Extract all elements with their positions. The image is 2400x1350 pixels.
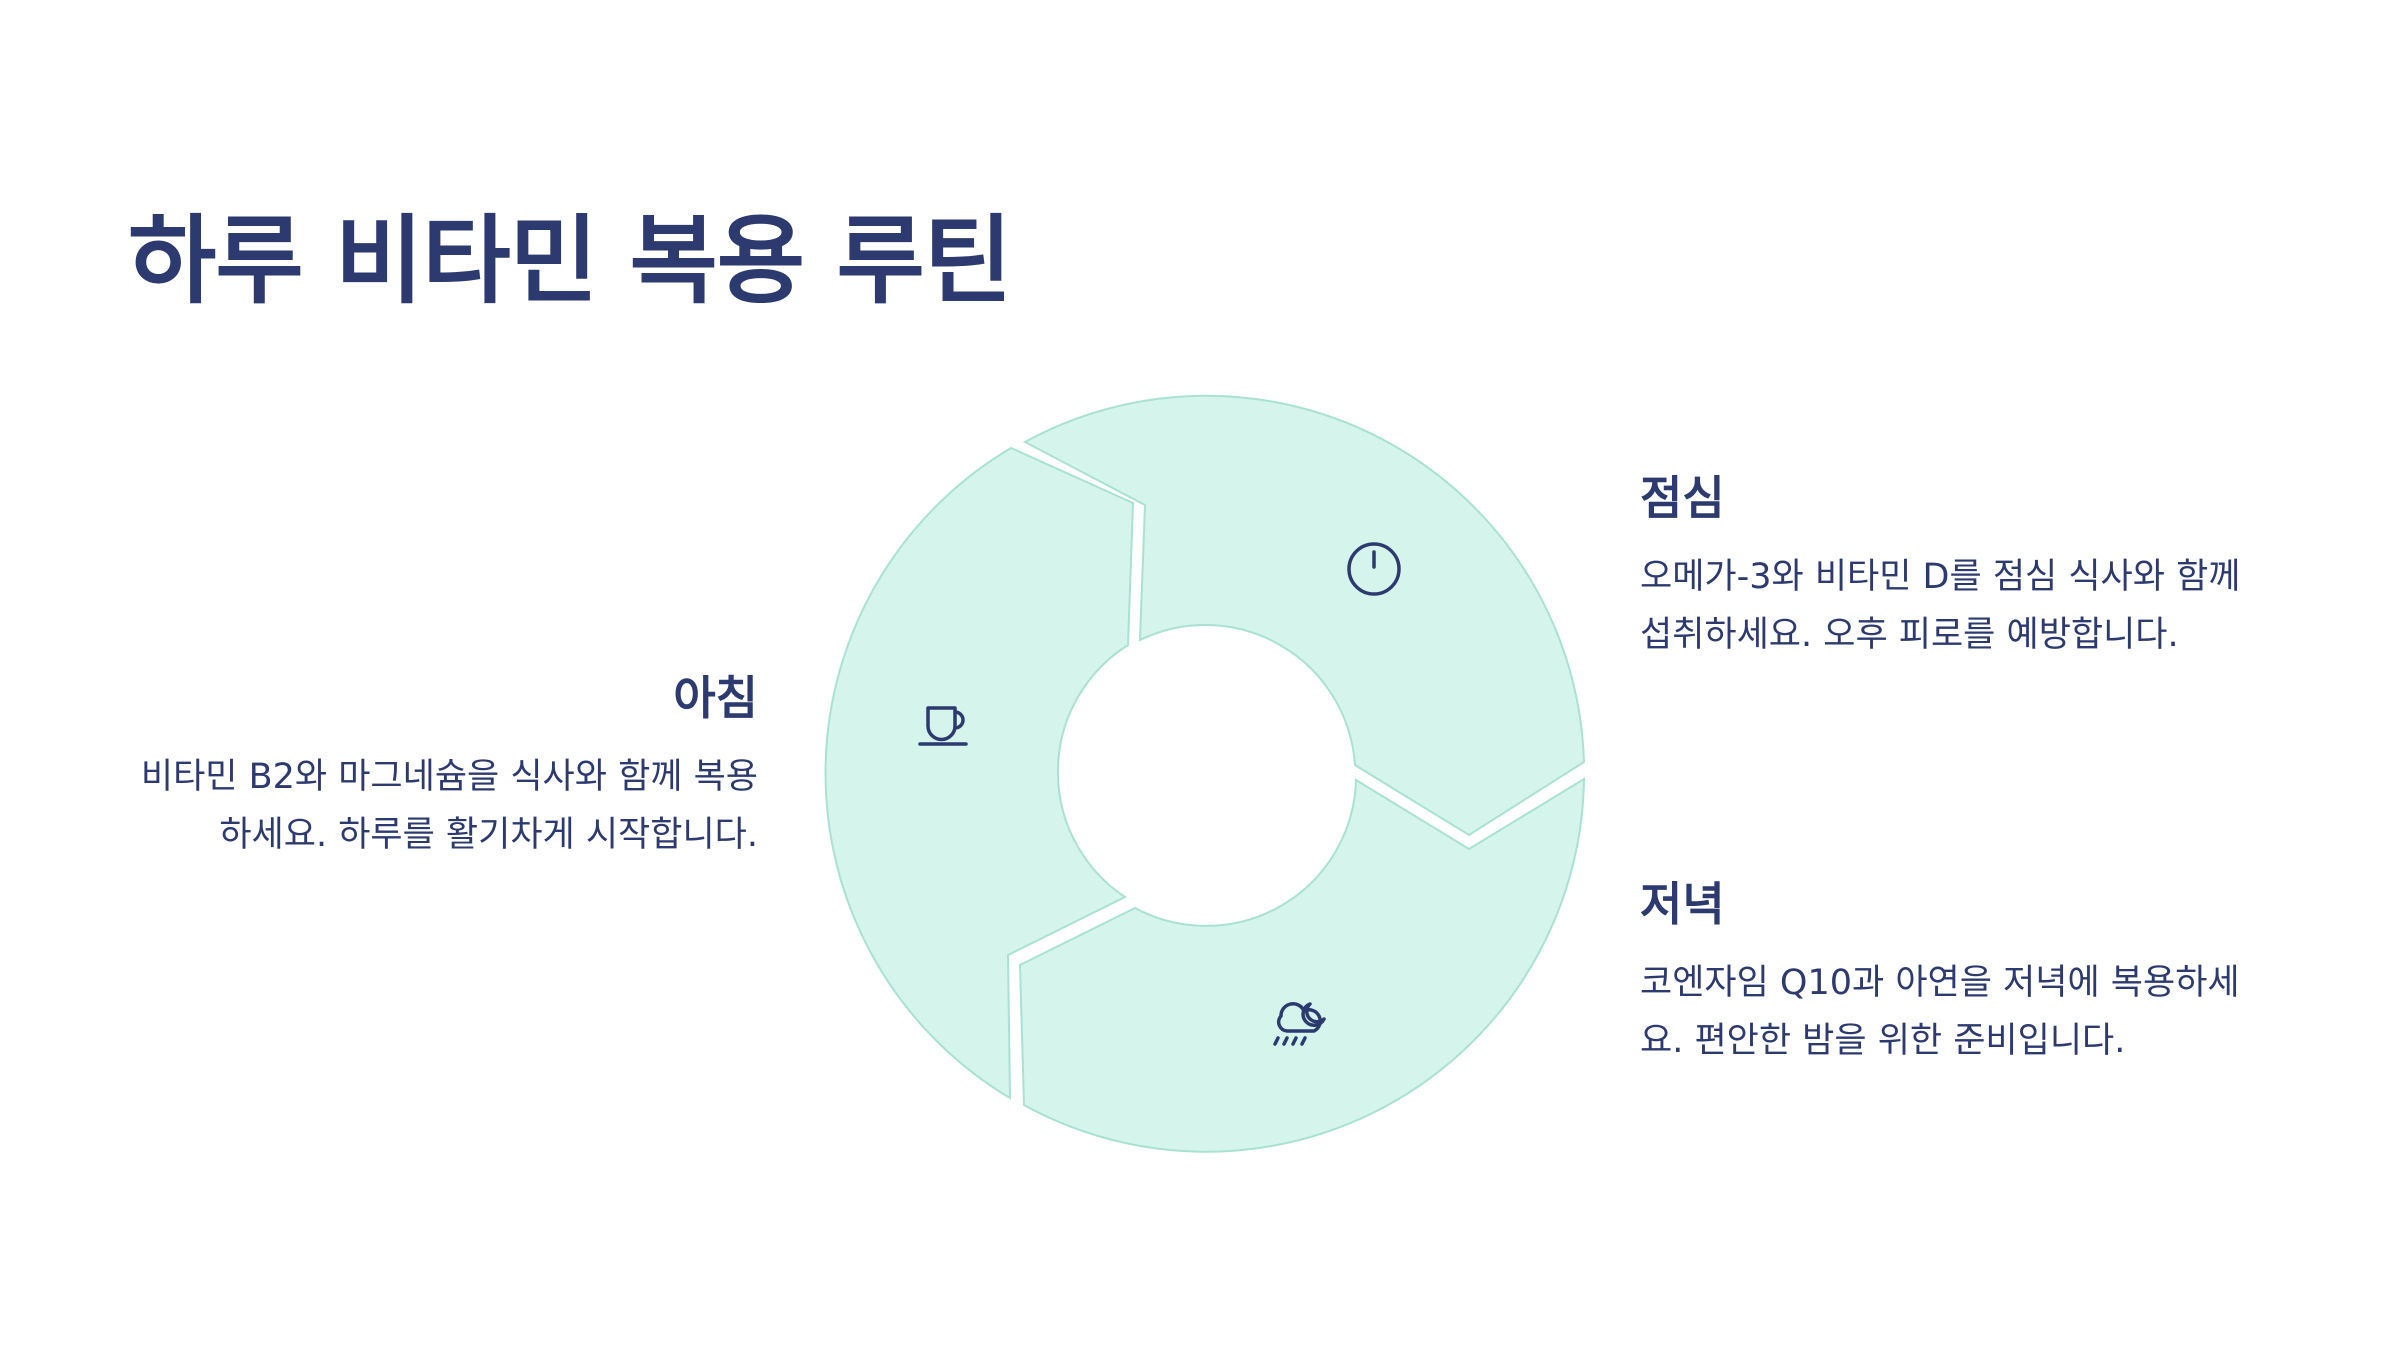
cycle-segment-evening: [1018, 777, 1586, 1153]
cycle-segment-morning: [824, 446, 1135, 1100]
step-description-evening: 코엔자임 Q10과 아연을 저녁에 복용하세요. 편안한 밤을 위한 준비입니다…: [1640, 963, 2240, 1061]
step-evening: 저녁 코엔자임 Q10과 아연을 저녁에 복용하세요. 편안한 밤을 위한 준비…: [1640, 874, 2270, 1070]
step-lunch: 점심 오메가-3와 비타민 D를 점심 식사와 함께 섭취하세요. 오후 피로를…: [1640, 468, 2270, 664]
step-description-lunch: 오메가-3와 비타민 D를 점심 식사와 함께 섭취하세요. 오후 피로를 예방…: [1640, 557, 2241, 655]
step-title-morning: 아침: [673, 671, 758, 725]
step-title-lunch: 점심: [1640, 471, 1725, 525]
cycle-segment-lunch: [1022, 394, 1586, 837]
step-description-morning: 비타민 B2와 마그네슘을 식사와 함께 복용하세요. 하루를 활기차게 시작합…: [140, 757, 758, 855]
step-title-evening: 저녁: [1640, 877, 1725, 931]
page-title: 하루 비타민 복용 루틴: [128, 205, 1012, 317]
coffee-cup-icon: [918, 706, 968, 746]
night-rain-cloud-icon: [1273, 1002, 1326, 1046]
step-morning: 아침 비타민 B2와 마그네슘을 식사와 함께 복용하세요. 하루를 활기차게 …: [128, 668, 758, 864]
clock-icon: [1347, 542, 1401, 596]
